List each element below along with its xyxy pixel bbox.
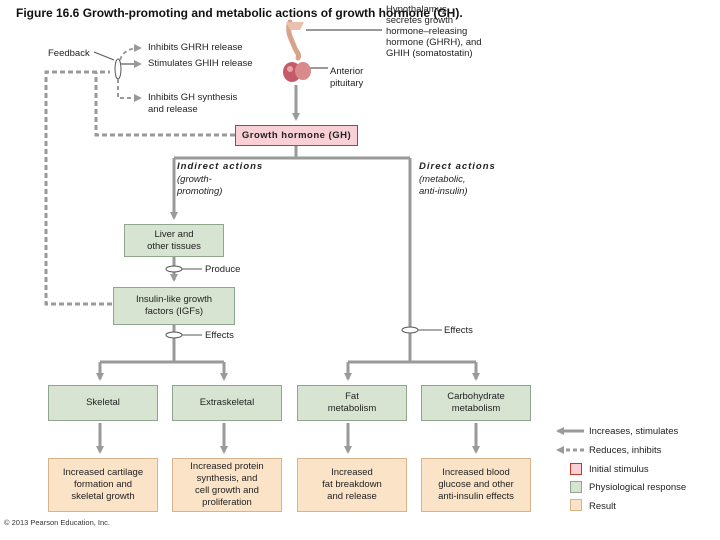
effects-right-label: Effects — [444, 325, 473, 336]
legend-increases-label: Increases, stimulates — [589, 426, 679, 437]
produce-label: Produce — [205, 264, 241, 275]
igf-box: Insulin-like growth factors (IGFs) — [113, 287, 235, 325]
inhibits-gh-label: Inhibits GH synthesis and release — [148, 92, 238, 115]
inhibits-ghrh-label: Inhibits GHRH release — [148, 42, 243, 53]
copyright-label: © 2013 Pearson Education, Inc. — [4, 518, 111, 527]
fat-metabolism-box: Fat metabolism — [297, 385, 407, 421]
result-skeletal-box: Increased cartilage formation and skelet… — [48, 458, 158, 512]
legend-reduces-label: Reduces, inhibits — [589, 445, 662, 456]
result-fat-box: Increased fat breakdown and release — [297, 458, 407, 512]
hypothalamus-label: Hypothalamus secretes growth hormone–rel… — [386, 4, 482, 59]
direct-actions-title: Direct actions — [419, 161, 496, 172]
legend-result-swatch — [570, 499, 582, 511]
effects-left-label: Effects — [205, 330, 234, 341]
indirect-actions-title: Indirect actions — [177, 161, 264, 172]
extraskeletal-box: Extraskeletal — [172, 385, 282, 421]
feedback-label: Feedback — [48, 48, 90, 59]
stimulates-ghih-label: Stimulates GHIH release — [148, 58, 253, 69]
pituitary-gland-icon — [283, 19, 311, 82]
legend-physiological-label: Physiological response — [589, 482, 687, 493]
direct-actions-subtitle: (metabolic, anti-insulin) — [419, 174, 468, 197]
gh-box: Growth hormone (GH) — [235, 125, 358, 146]
skeletal-box: Skeletal — [48, 385, 158, 421]
indirect-actions-subtitle: (growth- promoting) — [177, 174, 223, 197]
liver-box: Liver and other tissues — [124, 224, 224, 257]
legend-physiological-swatch — [570, 481, 582, 493]
legend-initial-label: Initial stimulus — [589, 464, 649, 475]
result-carbohydrate-box: Increased blood glucose and other anti-i… — [421, 458, 531, 512]
legend-result-label: Result — [589, 501, 616, 512]
legend-initial-swatch — [570, 463, 582, 475]
anterior-pituitary-label: Anterior pituitary — [330, 66, 364, 89]
carbohydrate-metabolism-box: Carbohydrate metabolism — [421, 385, 531, 421]
result-extraskeletal-box: Increased protein synthesis, and cell gr… — [172, 458, 282, 512]
figure-title: Figure 16.6 Growth-promoting and metabol… — [16, 6, 463, 20]
